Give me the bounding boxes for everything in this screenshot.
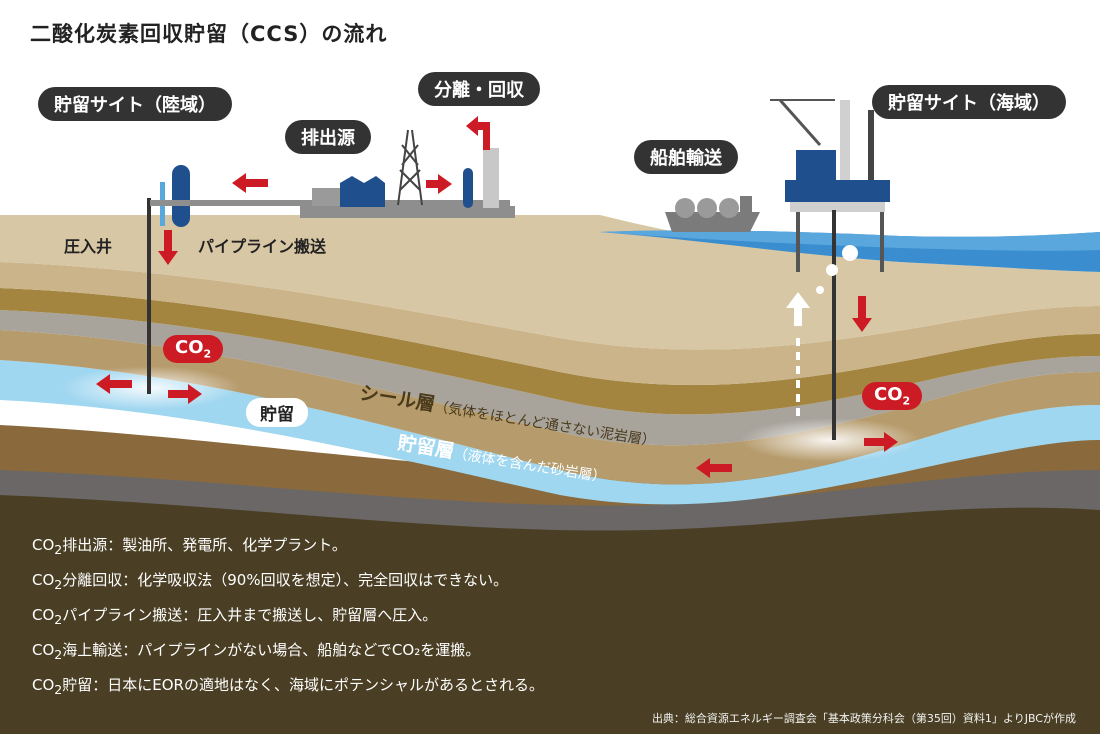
arrow-sea-spread-left — [696, 458, 732, 478]
injection-well-sea — [832, 210, 836, 440]
gray-lower-band — [0, 458, 1100, 531]
arrow-spread-left — [96, 374, 132, 394]
co2-badge-land: CO2 — [163, 335, 224, 363]
note-item: CO2分離回収：化学吸収法（90%回収を想定）、完全回収はできない。 — [32, 571, 509, 592]
bubble-1 — [842, 245, 858, 261]
gold-band — [0, 288, 1100, 415]
factory-shed — [312, 188, 340, 206]
note-item: CO2パイプライン搬送：圧入井まで搬送し、貯留層へ圧入。 — [32, 606, 438, 627]
source-credit: 出典：総合資源エネルギー調査会「基本政策分科会（第35回）資料1」よりJBCが作… — [651, 712, 1076, 725]
note-item: CO2貯留：日本にEORの適地はなく、海域にポテンシャルがあるとされる。 — [32, 676, 544, 697]
label-injection-well: 圧入井 — [64, 237, 113, 256]
label-storage: 貯留 — [246, 398, 308, 427]
tank-land — [172, 165, 190, 227]
factory-roof — [340, 176, 385, 183]
note-item: CO2排出源：製油所、発電所、化学プラント。 — [32, 536, 347, 557]
tan-mid-band — [0, 262, 1100, 386]
note-item: CO2海上輸送：パイプラインがない場合、船舶などでCO₂を運搬。 — [32, 641, 481, 662]
factory-building — [340, 183, 385, 207]
arrow-well-down — [158, 230, 178, 265]
arrow-to-tank — [232, 173, 268, 193]
label-separation-capture: 分離・回収 — [418, 72, 540, 106]
leak-path — [796, 338, 800, 416]
label-emission-source: 排出源 — [285, 120, 371, 154]
bubble-2 — [826, 264, 838, 276]
label-storage-site-sea: 貯留サイト（海域） — [872, 85, 1066, 119]
reservoir-layer-band — [0, 360, 1100, 505]
surface-band — [0, 215, 1100, 350]
arrow-spread-right — [168, 384, 202, 404]
arrow-exhaust — [466, 116, 490, 150]
arrow-sea-down — [852, 296, 872, 332]
arrow-to-capture — [426, 174, 452, 194]
leak-arrow — [786, 292, 810, 326]
label-pipeline-transport: パイプライン搬送 — [198, 237, 327, 256]
injection-well-land — [147, 198, 151, 394]
chimney — [483, 148, 499, 208]
offshore-platform — [770, 99, 890, 272]
capture-tower — [397, 129, 423, 206]
label-ship-transport: 船舶輸送 — [634, 140, 738, 174]
page-title: 二酸化炭素回収貯留（CCS）の流れ — [30, 22, 388, 46]
plant-base — [300, 206, 515, 218]
injection-glow-sea — [740, 418, 920, 462]
ship — [665, 196, 760, 232]
deep-ground-layer — [0, 470, 1100, 734]
bubble-3 — [816, 286, 824, 294]
sea-shallow — [600, 230, 1100, 251]
gray-upper-band — [0, 310, 1100, 446]
notes-list: CO2排出源：製油所、発電所、化学プラント。 CO2分離回収：化学吸収法（90%… — [32, 530, 544, 705]
capture-unit — [463, 168, 473, 208]
arrow-sea-spread-right — [864, 432, 898, 452]
co2-badge-sea: CO2 — [862, 382, 923, 410]
label-storage-site-land: 貯留サイト（陸域） — [38, 87, 232, 121]
